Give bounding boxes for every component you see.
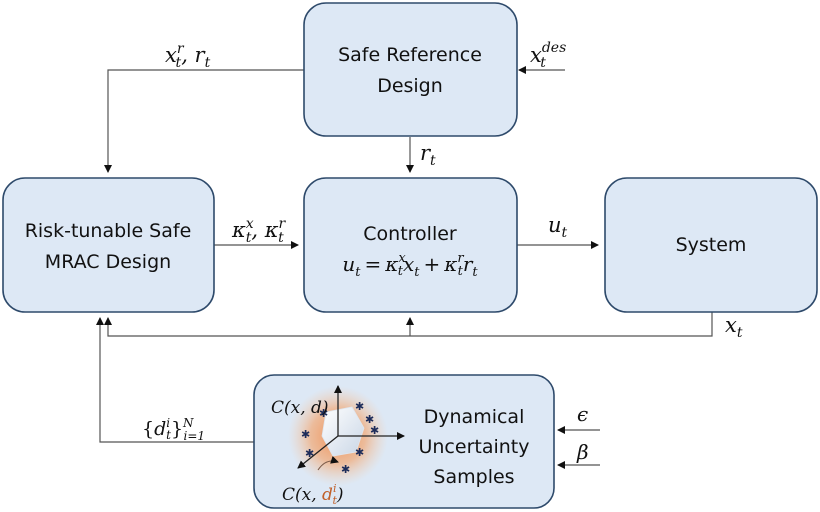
block-mrac-label-2: MRAC Design [45,251,171,273]
block-mrac-shape [2,177,215,313]
signal-label-beta: β [576,440,589,464]
block-uncertainty-label-3: Samples [433,466,514,488]
block-uncertainty-label-2: Uncertainty [418,436,529,458]
sample-dot-icon: ✱ [305,448,314,460]
block-safe-reference-label-2: Design [377,75,443,97]
block-safe-reference-label-1: Safe Reference [338,44,482,66]
block-mrac-label-1: Risk-tunable Safe [25,220,192,242]
sample-dot-icon: ✱ [301,429,310,441]
uncertainty-polytope-icon [321,406,365,457]
sample-dot-icon: ✱ [319,408,328,420]
signal-label-reference: rt [420,141,436,169]
wire-reference-to-mrac [104,69,304,173]
sample-dots: ✱ ✱ ✱ ✱ ✱ ✱ ✱ ✱ [301,401,379,476]
risk-function-label: C(x, d) [271,398,329,418]
signal-label-epsilon: ϵ [577,402,588,426]
signal-label-state: xt [725,313,743,341]
block-mrac-design[interactable]: Risk-tunable Safe MRAC Design [2,177,215,313]
signal-label-control-input: ut [548,213,568,241]
block-system[interactable]: System [604,177,818,313]
wire-samples-to-mrac [96,317,254,443]
wires [96,66,713,469]
block-safe-reference-design[interactable]: Safe Reference Design [303,2,518,137]
sample-dot-icon: ✱ [355,401,364,413]
sample-arrow-icon [317,455,339,471]
sample-dot-icon: ✱ [355,447,364,459]
block-system-shape [604,177,818,313]
block-uncertainty-label-1: Dynamical [424,406,525,428]
sample-dot-icon: ✱ [370,425,379,437]
block-safe-reference-shape [303,2,518,137]
block-controller-shape [303,177,518,313]
block-system-label: System [676,234,747,256]
axis-depth-icon [297,435,339,469]
sample-dot-icon: ✱ [341,464,350,476]
block-controller-label: Controller [363,223,457,245]
sample-dot-icon: ✱ [365,414,374,426]
